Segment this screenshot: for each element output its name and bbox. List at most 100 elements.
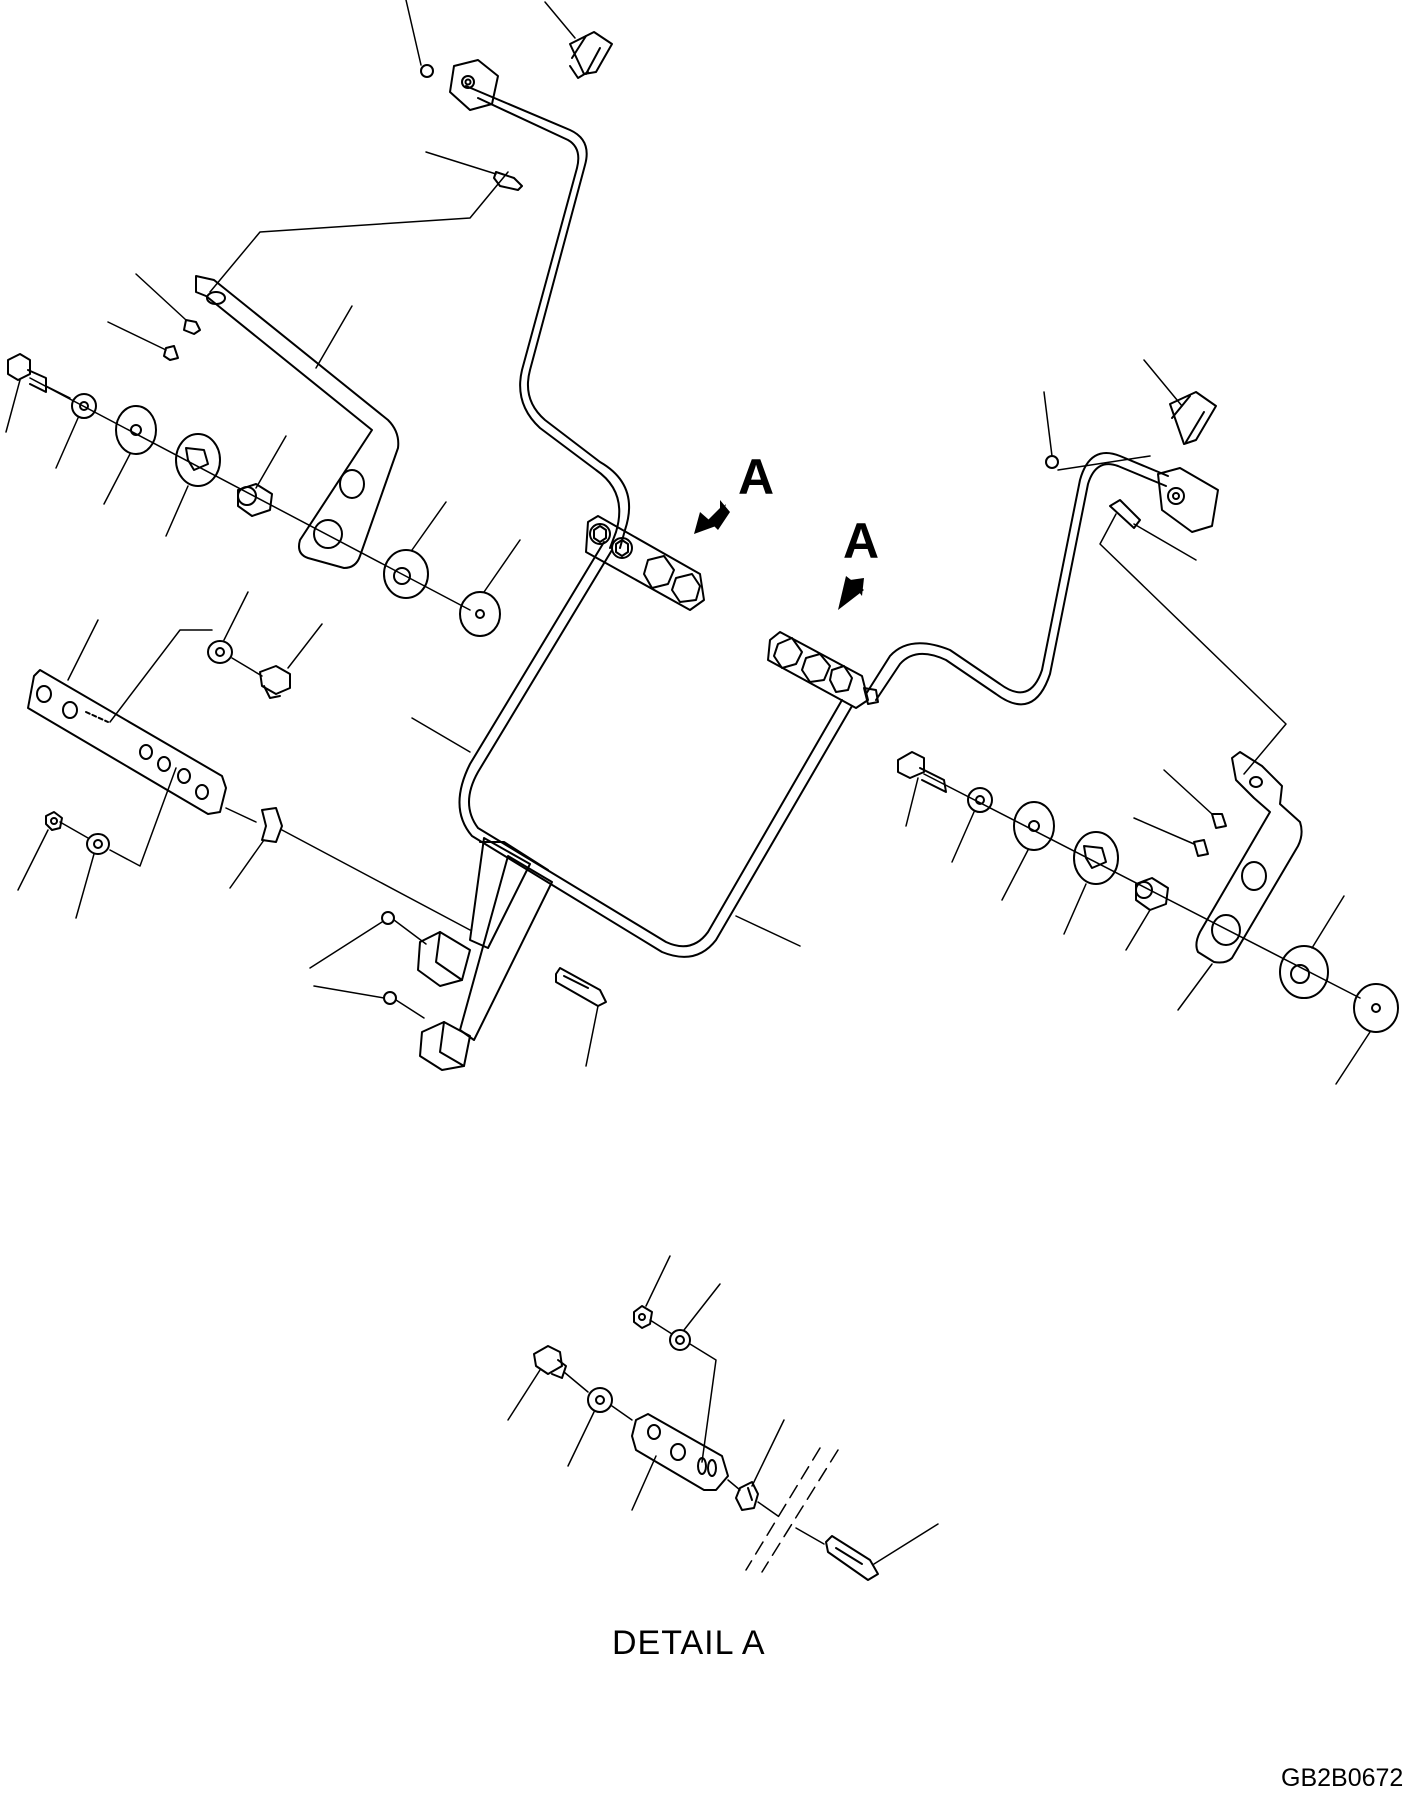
centerline	[395, 999, 425, 1019]
collar-left	[237, 483, 273, 517]
small-pin-top	[493, 171, 523, 191]
lower-strut	[459, 837, 553, 1041]
bolt-stopper-top	[259, 665, 291, 699]
leader	[315, 305, 353, 369]
leader	[905, 777, 919, 827]
leader	[425, 151, 497, 175]
centerline	[611, 1405, 633, 1421]
clevis-top-left	[569, 31, 613, 79]
leader	[751, 1419, 785, 1487]
centerline	[281, 829, 471, 931]
centerline	[727, 1479, 741, 1491]
leader	[544, 1, 576, 39]
leader	[209, 171, 509, 293]
cushion-left-upper	[175, 433, 221, 487]
detail-a-washer-top	[669, 1329, 691, 1351]
leader	[109, 629, 213, 723]
leader	[1163, 769, 1213, 815]
leader	[411, 717, 471, 753]
leader	[165, 485, 189, 537]
leader	[75, 853, 95, 919]
leader	[689, 1343, 717, 1463]
washer-left-lower	[459, 591, 501, 637]
centerline	[757, 1501, 779, 1517]
clamp-plate-left	[585, 515, 705, 611]
leader	[1043, 391, 1053, 457]
leader	[313, 985, 385, 999]
washer-small-right	[967, 787, 993, 813]
leader	[309, 921, 383, 969]
leader	[109, 767, 177, 867]
leader	[683, 1283, 721, 1331]
rod-end-block-left	[449, 59, 499, 111]
centerline	[59, 821, 89, 839]
leader	[631, 1455, 657, 1511]
leader	[107, 321, 167, 351]
washer-stopper-bottom	[86, 833, 110, 855]
centerline	[923, 773, 1361, 999]
leader	[1133, 523, 1197, 561]
leader	[585, 1005, 599, 1067]
snap-ring-top-left	[420, 64, 434, 78]
view-label-a-1: A	[738, 449, 775, 505]
leader	[1001, 849, 1029, 901]
washer-large-right	[1013, 801, 1055, 851]
drawing-code: GB2B0672	[1281, 1764, 1404, 1792]
pin-right-1	[1211, 813, 1227, 829]
leader	[1063, 883, 1087, 935]
rod-end-block-right	[1157, 467, 1219, 533]
snap-ring-lower-2	[383, 991, 397, 1005]
rubber-stop-lower	[419, 1021, 471, 1071]
detail-a-plate	[631, 1413, 729, 1491]
leader	[1311, 895, 1345, 949]
detail-a-nut	[633, 1305, 653, 1329]
snap-ring-lower-1	[381, 911, 395, 925]
leader	[255, 435, 287, 489]
rubber-stop-upper	[417, 931, 471, 987]
detail-a-dashed-rod	[745, 1447, 839, 1573]
leader	[135, 273, 187, 321]
leader	[1099, 513, 1287, 775]
leader	[103, 453, 131, 505]
centerline	[231, 657, 263, 677]
pin-small-1	[183, 319, 201, 335]
washer-right-lower	[1353, 983, 1399, 1033]
washer-small-left	[71, 393, 97, 419]
cushion-right-upper	[1073, 831, 1119, 885]
centerline	[393, 919, 427, 945]
leader	[67, 619, 99, 681]
clamp-plate-right	[767, 631, 879, 709]
leader	[567, 1411, 595, 1467]
leader	[223, 591, 249, 641]
small-pin-right	[1109, 499, 1141, 529]
cushion-right-lower	[1279, 945, 1329, 999]
leader	[17, 829, 49, 891]
view-arrow-2	[838, 576, 864, 610]
right-rod	[865, 452, 1169, 706]
leader	[5, 379, 21, 433]
view-arrow-1	[694, 500, 730, 534]
leader	[55, 417, 79, 469]
cotter-pin-center	[555, 967, 607, 1007]
detail-a-washer	[587, 1387, 613, 1413]
leader	[405, 0, 422, 66]
clevis-top-right	[1169, 391, 1217, 445]
detail-caption: DETAIL A	[612, 1624, 766, 1662]
pin-small-2	[163, 345, 179, 361]
leader	[1125, 909, 1151, 951]
leader	[507, 1369, 541, 1421]
leader	[1133, 817, 1195, 845]
leader	[1143, 359, 1183, 407]
centerline	[649, 1319, 673, 1335]
leader	[1057, 455, 1151, 471]
leader	[1177, 963, 1213, 1011]
leader	[483, 539, 521, 593]
snap-ring-top-right	[1045, 455, 1059, 469]
nut-stopper-bottom	[45, 811, 63, 831]
leader	[873, 1523, 939, 1565]
bolt-right	[897, 751, 947, 793]
leader	[287, 623, 323, 669]
left-rod	[465, 85, 631, 549]
washer-large-left	[115, 405, 157, 455]
centerline	[225, 807, 257, 823]
